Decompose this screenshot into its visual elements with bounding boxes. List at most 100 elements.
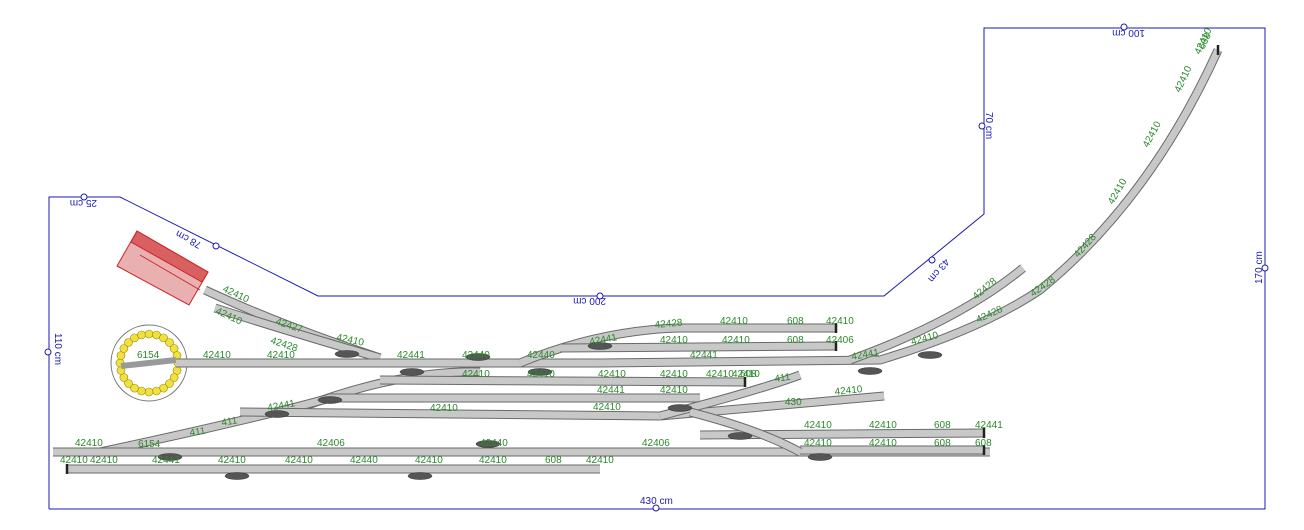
part-label: 42410	[1141, 119, 1164, 149]
part-label: 608	[787, 335, 804, 346]
turntable-peg	[124, 379, 133, 388]
track-segment[interactable]	[379, 376, 746, 386]
part-label: 42410	[527, 369, 555, 380]
part-label: 42440	[480, 438, 508, 449]
part-label: 42410	[660, 385, 688, 396]
part-label: 42410	[869, 438, 897, 449]
track-segment[interactable]	[99, 394, 331, 456]
part-label: 42410	[60, 455, 88, 466]
turntable-peg	[165, 379, 174, 388]
part-label: 42410	[869, 420, 897, 431]
turntable-peg	[152, 386, 161, 396]
dimension-label-left-side: 110 cm	[52, 333, 63, 365]
dimension-marker	[44, 348, 52, 356]
turntable-peg	[169, 373, 179, 382]
part-label: 42441	[589, 332, 619, 348]
part-label: 42410	[593, 402, 621, 413]
part-label: 42440	[527, 350, 555, 361]
part-label: 42410	[430, 403, 458, 414]
turntable[interactable]: 6154	[110, 324, 188, 402]
track-segment[interactable]	[848, 265, 1026, 364]
part-label: 42440	[462, 350, 490, 361]
part-label: 42428	[654, 318, 683, 331]
part-label: 42410	[660, 369, 688, 380]
part-label: 42441	[267, 398, 297, 414]
part-label: 608	[740, 369, 757, 380]
dimension-marker	[978, 122, 986, 130]
track-segment[interactable]	[689, 408, 802, 456]
turnout-motor	[527, 368, 553, 376]
turnout-motors	[157, 342, 943, 480]
turntable-peg	[124, 338, 133, 347]
part-label: 42410	[804, 420, 832, 431]
turnout-motor	[224, 472, 250, 480]
part-label: 42410	[804, 438, 832, 449]
part-label: 608	[934, 438, 951, 449]
turnout-motor	[857, 367, 883, 375]
layout-outline	[48, 27, 1266, 510]
part-label: 42406	[317, 438, 345, 449]
part-label: 42410	[203, 350, 231, 361]
turntable-peg	[137, 330, 146, 340]
part-label: 42410	[218, 455, 246, 466]
part-label: 42441	[597, 385, 625, 396]
turnout-motor	[587, 342, 613, 350]
dimension-label-middle-top: 200 cm	[573, 295, 606, 306]
part-label: 42441	[851, 347, 881, 363]
dimension-marker	[212, 242, 220, 250]
dimension-label-top-right: 100 cm	[1112, 27, 1145, 38]
part-label: 608	[787, 316, 804, 327]
part-label: 42410	[415, 455, 443, 466]
part-label: 42410	[598, 369, 626, 380]
turntable-peg	[130, 383, 139, 393]
part-label: 411	[221, 415, 239, 429]
dimension-label-top-left: 25 cm	[70, 197, 97, 208]
turntable-peg	[165, 338, 174, 347]
part-label: 608	[934, 420, 951, 431]
track-network[interactable]	[53, 45, 1223, 474]
dimension-label-bottom: 430 cm	[640, 496, 673, 507]
turntable-peg	[144, 329, 154, 339]
part-label: 608	[975, 438, 992, 449]
turnout-motor	[917, 351, 943, 359]
dimension-marker	[652, 504, 660, 512]
part-label: 411	[774, 372, 792, 385]
dimension-marker	[1120, 23, 1128, 31]
part-label: 42406	[826, 335, 854, 346]
turnout-motor	[317, 396, 343, 404]
part-label: 42410	[285, 455, 313, 466]
track-segment[interactable]	[518, 324, 836, 367]
part-label: 42410	[75, 438, 103, 449]
dimension-marker	[596, 292, 604, 300]
engine-shed[interactable]	[116, 230, 209, 306]
part-label: 42410	[660, 335, 688, 346]
part-label: 42440	[350, 455, 378, 466]
turnout-motor	[399, 368, 425, 376]
part-label: 42410	[706, 369, 734, 380]
turntable-peg	[119, 344, 129, 353]
part-label: 42410	[722, 335, 750, 346]
turnout-motor	[465, 353, 491, 361]
track-segment[interactable]	[599, 48, 1222, 367]
part-label: 42406	[642, 438, 670, 449]
turnout-motor	[475, 440, 501, 448]
part-label: 430	[785, 397, 802, 408]
part-label: 42441	[152, 455, 180, 466]
part-label: 42410	[267, 350, 295, 361]
part-label: 42441	[975, 420, 1003, 431]
part-label: 608	[545, 455, 562, 466]
turntable-label: 6154	[137, 350, 160, 361]
part-label: 42410	[732, 369, 760, 380]
part-label: 42410	[826, 316, 854, 327]
turnout-motor	[407, 472, 433, 480]
turnout-motor	[264, 410, 290, 418]
part-label: 42410	[462, 369, 490, 380]
part-label: 42441	[397, 350, 425, 361]
turnout-motor	[727, 432, 753, 440]
track-segment[interactable]	[659, 392, 885, 420]
part-label: 42410	[479, 455, 507, 466]
track-segment[interactable]	[213, 304, 381, 362]
dimension-marker	[80, 193, 88, 201]
track-segment[interactable]	[239, 408, 661, 420]
